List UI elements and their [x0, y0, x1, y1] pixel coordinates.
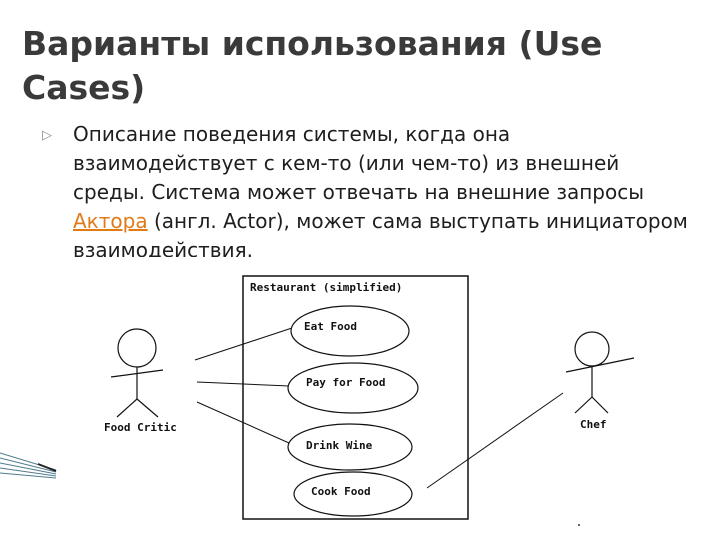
actor-chef-label: Chef	[580, 418, 607, 431]
actor-chef	[565, 331, 635, 414]
bullet-text-after: (англ. Actor), может сама выступать иниц…	[73, 209, 688, 257]
slide-title: Варианты использования (Use Cases)	[22, 24, 603, 107]
association-lines	[194, 327, 564, 489]
use-case-drink-wine-label: Drink Wine	[306, 439, 373, 452]
use-case-pay-for-food: Pay for Food	[287, 362, 419, 414]
decorative-accent-line	[37, 463, 57, 472]
system-label: Restaurant (simplified)	[250, 281, 402, 294]
actor-food-critic	[110, 328, 164, 418]
use-case-eat-food: Eat Food	[290, 305, 410, 357]
bullet-text: Описание поведения системы, когда она вз…	[73, 120, 693, 257]
system-boundary	[242, 275, 469, 520]
actor-food-critic-label: Food Critic	[104, 421, 177, 434]
bullet-item: ▷ Описание поведения системы, когда она …	[38, 120, 698, 257]
use-case-pay-for-food-label: Pay for Food	[306, 376, 385, 389]
use-case-drink-wine: Drink Wine	[287, 423, 413, 471]
use-case-eat-food-label: Eat Food	[304, 320, 357, 333]
bullet-arrow-icon: ▷	[42, 128, 52, 143]
use-case-cook-food-label: Cook Food	[311, 485, 371, 498]
actor-link[interactable]: Актора	[73, 209, 148, 233]
bullet-text-before: Описание поведения системы, когда она вз…	[73, 122, 645, 204]
decorative-stripes	[0, 452, 57, 479]
stray-dot	[578, 524, 580, 526]
use-case-cook-food: Cook Food	[293, 471, 413, 517]
